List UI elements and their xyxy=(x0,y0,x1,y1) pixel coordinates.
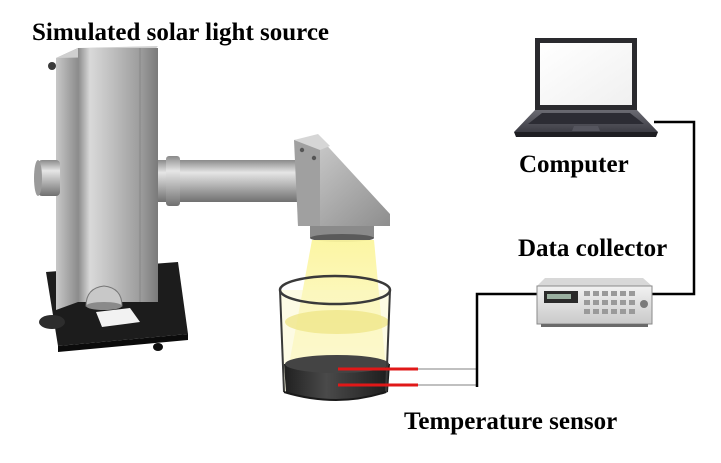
laptop-front-edge xyxy=(514,132,658,137)
source-housing-front xyxy=(78,48,158,302)
collector-display-text xyxy=(547,294,571,299)
sample-liquid xyxy=(284,364,390,400)
temperature-sensor-label: Temperature sensor xyxy=(404,408,618,435)
collector-buttons xyxy=(584,291,635,314)
laptop-keys xyxy=(528,113,644,124)
beaker-wall xyxy=(385,289,391,393)
housing-knob xyxy=(48,62,56,70)
laptop-screen xyxy=(540,43,632,105)
beaker-bottom xyxy=(283,391,387,401)
beaker-wall xyxy=(279,289,285,393)
lamp-dome xyxy=(85,285,123,307)
solar-light-source-label: Simulated solar light source xyxy=(32,19,330,46)
collector-to-computer-cable xyxy=(650,120,696,296)
laptop-touchpad xyxy=(572,126,600,131)
optics-head-top xyxy=(294,134,330,150)
source-arm-collar xyxy=(166,156,180,206)
source-left-tube xyxy=(38,160,60,196)
lamp-dome-rim xyxy=(86,302,122,310)
liquid-surface xyxy=(285,310,389,334)
collector-feet xyxy=(541,324,648,327)
computer-label: Computer xyxy=(519,151,629,178)
source-base-edge xyxy=(58,334,188,352)
collector-top xyxy=(537,278,652,286)
temperature-sensor xyxy=(338,367,477,387)
source-arm-tube xyxy=(158,160,298,202)
source-housing-side xyxy=(56,48,78,310)
optics-head-face xyxy=(294,138,320,226)
beaker xyxy=(278,274,392,401)
sensor-to-collector-cable xyxy=(475,292,540,387)
data-collector-label: Data collector xyxy=(518,235,668,262)
head-screw xyxy=(311,155,317,161)
head-screw xyxy=(299,147,305,153)
base-cutout xyxy=(96,308,140,327)
source-base-foot xyxy=(153,343,163,351)
source-left-tube-end xyxy=(34,160,42,196)
source-base-foot xyxy=(39,315,65,329)
collector-knob xyxy=(640,300,648,308)
computer xyxy=(514,38,658,137)
data-collector xyxy=(536,278,653,327)
solar-light-source xyxy=(34,46,390,352)
cables xyxy=(475,120,696,387)
